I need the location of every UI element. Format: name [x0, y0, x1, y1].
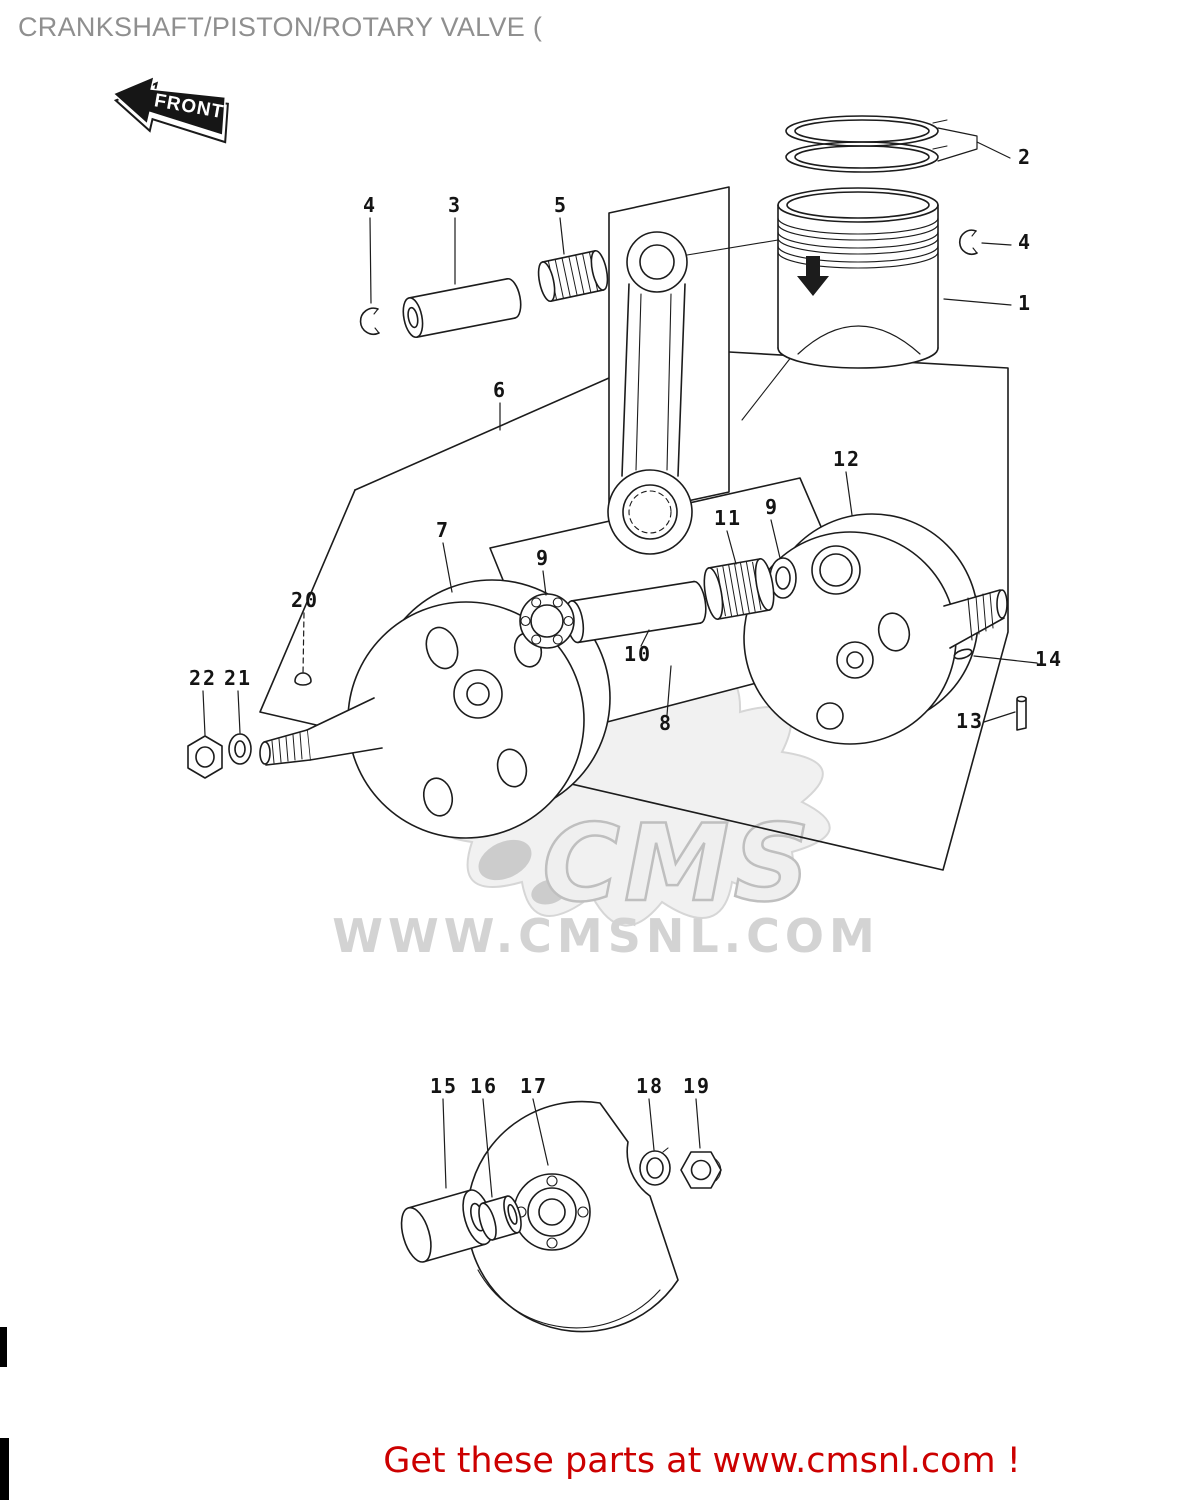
flywheel-right: [743, 513, 979, 745]
callout-label[interactable]: 12: [833, 447, 861, 471]
oil-pin-20: [294, 672, 312, 686]
thrust-washer-9-right: [769, 557, 797, 599]
crankcase-panel-6: [259, 351, 1009, 871]
callout-label[interactable]: 11: [714, 506, 742, 530]
diagram-linework: [187, 115, 1038, 1333]
front-arrow-shadow: [113, 81, 229, 144]
front-direction-arrow: FRONT: [111, 75, 229, 144]
watermark-site-url: WWW.CMSNL.COM: [332, 909, 880, 963]
leader-lines: [202, 127, 1038, 1198]
callout-label[interactable]: 1: [1018, 291, 1032, 315]
callout-label[interactable]: 8: [659, 711, 673, 735]
piston-1: [777, 187, 939, 369]
valve-nut-19: [680, 1151, 722, 1189]
callout-label[interactable]: 14: [1035, 647, 1063, 671]
watermark-blob: [478, 839, 532, 881]
footer-promo-text[interactable]: Get these parts at www.cmsnl.com !: [383, 1441, 1021, 1481]
lock-washer-18: [639, 1147, 671, 1186]
callout-label[interactable]: 13: [956, 709, 984, 733]
scan-artifact-mark: [0, 1327, 7, 1367]
callout-label[interactable]: 22: [189, 666, 217, 690]
callout-label[interactable]: 19: [683, 1074, 711, 1098]
crankshaft-right-end: [943, 589, 1008, 649]
footer-promo-link[interactable]: Get these parts at www.cmsnl.com !: [0, 1441, 1204, 1481]
callout-label[interactable]: 7: [436, 518, 450, 542]
watermark: CMS WWW.CMSNL.COM: [332, 652, 880, 963]
rotary-valve-disc-17: [466, 1100, 679, 1333]
circlip-4-left: [359, 307, 380, 335]
watermark-logo: CMS: [542, 802, 814, 925]
woodruff-key-14: [953, 648, 973, 660]
callout-label[interactable]: 6: [493, 378, 507, 402]
callout-label[interactable]: 4: [1018, 230, 1032, 254]
callout-label[interactable]: 21: [224, 666, 252, 690]
callout-label[interactable]: 9: [536, 546, 550, 570]
crankshaft-left-end: [259, 697, 383, 766]
callout-label[interactable]: 20: [291, 588, 319, 612]
needle-bearing-11: [703, 558, 775, 620]
callout-label[interactable]: 16: [470, 1074, 498, 1098]
front-arrow-icon: [111, 75, 227, 137]
piston-front-mark-icon: [797, 256, 829, 296]
circlip-4-right: [958, 229, 978, 256]
needle-bearing-5: [537, 249, 609, 303]
ball-bearing-9-left: [519, 593, 575, 649]
assembly-lines: [686, 239, 793, 421]
callout-label[interactable]: 5: [554, 193, 568, 217]
callout-label[interactable]: 3: [448, 193, 462, 217]
page-title: CRANKSHAFT/PISTON/ROTARY VALVE (: [18, 12, 543, 42]
callout-labels: 2 4 1 4 3 5 6 12 7 9 11 9 10 8 20 22 21 …: [189, 145, 1063, 1098]
callout-label[interactable]: 4: [363, 193, 377, 217]
callout-label[interactable]: 10: [624, 642, 652, 666]
scan-artifact-mark: [0, 1438, 9, 1500]
piston-rings-2: [785, 115, 948, 173]
dowel-pin-13: [1016, 695, 1027, 731]
connecting-rod: [607, 231, 693, 555]
watermark-blob: [531, 879, 567, 905]
callout-label[interactable]: 18: [636, 1074, 664, 1098]
callout-label[interactable]: 17: [520, 1074, 548, 1098]
lock-washer-21: [228, 733, 252, 765]
callout-label[interactable]: 15: [430, 1074, 458, 1098]
callout-label[interactable]: 2: [1018, 145, 1032, 169]
crankshaft-nut-22: [187, 735, 223, 779]
piston-pin-3: [402, 278, 522, 339]
valve-collar-16: [478, 1195, 522, 1241]
callout-label[interactable]: 9: [765, 495, 779, 519]
